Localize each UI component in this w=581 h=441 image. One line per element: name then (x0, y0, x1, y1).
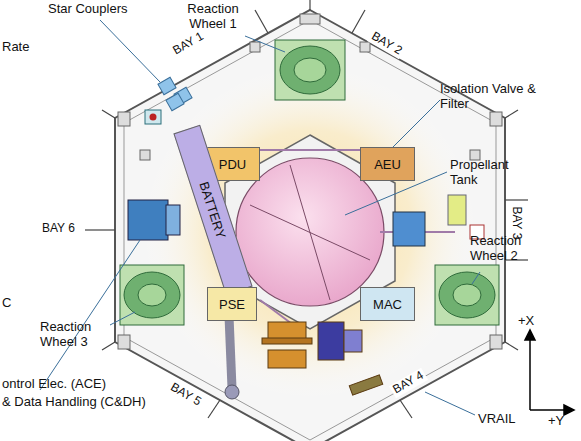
bay-label: BAY 1 (169, 29, 208, 59)
controller-box: MAC (360, 287, 415, 321)
part-label: Reaction Wheel 3 (40, 320, 112, 350)
electronics-unit-box: AEU (360, 147, 415, 181)
bay-label: BAY 6 (40, 222, 77, 236)
part-label: Reaction Wheel 2 (470, 234, 542, 264)
part-label: C (2, 296, 11, 311)
box-text: BATTERY (197, 180, 229, 241)
part-label: Isolation Valve & Filter (440, 82, 550, 112)
part-label: +Y (548, 414, 564, 429)
box-text: AEU (374, 157, 401, 172)
part-label: Rate (2, 40, 29, 55)
box-text: PDU (219, 157, 246, 172)
part-label: VRAIL (478, 412, 516, 427)
bay-label: BAY 5 (166, 380, 205, 410)
part-label: Reaction Wheel 1 (178, 2, 248, 32)
part-label: +X (518, 314, 534, 329)
bay-label: BAY 4 (389, 368, 428, 398)
box-text: PSE (219, 297, 245, 312)
part-label: ontrol Elec. (ACE) (2, 377, 106, 392)
part-label: & Data Handling (C&DH) (2, 395, 146, 410)
part-label: Propellant Tank (450, 158, 520, 188)
power-electronics-box: PSE (207, 287, 257, 321)
part-label: Star Couplers (48, 2, 148, 17)
box-text: MAC (373, 297, 402, 312)
bay-label: BAY 2 (367, 29, 406, 59)
